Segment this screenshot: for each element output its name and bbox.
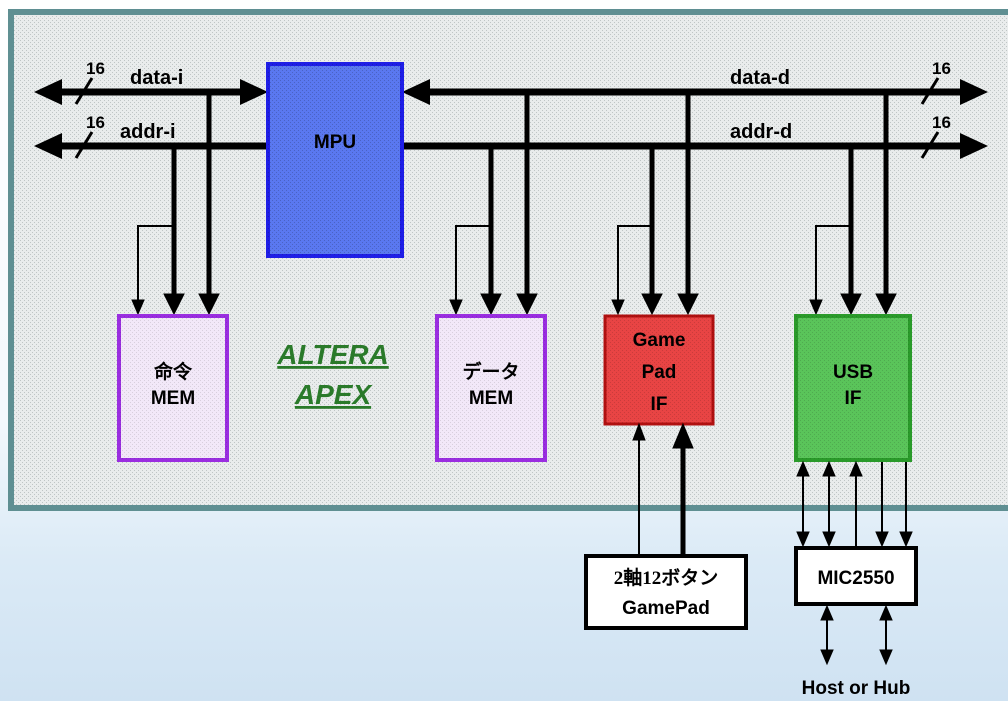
usb-if-label-2: IF xyxy=(845,388,862,409)
gamepad-if-label-2: Pad xyxy=(642,362,677,383)
bus-drops xyxy=(131,92,897,316)
gamepad-device-label-2: GamePad xyxy=(622,598,710,619)
bus-width-data-d: 16 xyxy=(932,59,951,78)
data-mem-label-2: MEM xyxy=(469,388,513,409)
gamepad-if-block: Game Pad IF xyxy=(603,314,715,426)
gamepad-device-label-1: 2軸12ボタン xyxy=(614,566,719,589)
instruction-mem-block: 命令 MEM xyxy=(117,314,229,462)
bus-width-addr-i: 16 xyxy=(86,113,105,132)
usb-if-label-1: USB xyxy=(833,362,873,383)
chip-label-apex: APEX xyxy=(294,379,374,410)
usb-if-block: USB IF xyxy=(794,314,912,462)
bus-label-data-d: data-d xyxy=(730,67,790,89)
mic2550-transceiver: MIC2550 xyxy=(794,546,918,606)
mic2550-label: MIC2550 xyxy=(817,568,894,589)
gamepad-if-label-3: IF xyxy=(651,394,668,415)
bus-addr-d xyxy=(402,131,988,159)
bus-label-addr-i: addr-i xyxy=(120,121,176,143)
bus-data-d xyxy=(402,77,988,105)
chip-label-altera: ALTERA xyxy=(276,339,388,370)
bus-data-i xyxy=(34,77,268,105)
bus-width-data-i: 16 xyxy=(86,59,105,78)
bus-label-addr-d: addr-d xyxy=(730,121,792,143)
data-mem-label-1: データ xyxy=(462,360,519,383)
instruction-mem-label-2: MEM xyxy=(151,388,195,409)
data-mem-block: データ MEM xyxy=(435,314,547,462)
gamepad-connection xyxy=(632,422,694,556)
gamepad-device: 2軸12ボタン GamePad xyxy=(584,554,748,630)
gamepad-if-label-1: Game xyxy=(633,330,686,351)
host-or-hub-label: Host or Hub xyxy=(802,678,911,699)
bus-width-addr-d: 16 xyxy=(932,113,951,132)
mpu-label: MPU xyxy=(314,132,356,153)
instruction-mem-label-1: 命令 xyxy=(154,360,193,383)
bus-label-data-i: data-i xyxy=(130,67,183,89)
mpu-block: MPU xyxy=(266,62,404,258)
bus-addr-i xyxy=(34,131,268,159)
usb-connection xyxy=(796,460,913,666)
